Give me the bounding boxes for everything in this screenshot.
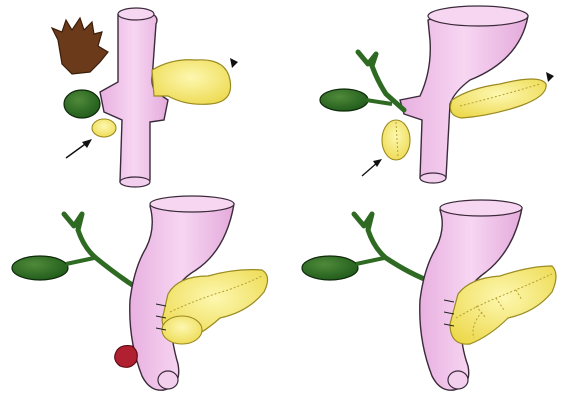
panel-1: [52, 8, 238, 187]
arrowhead-marker: [230, 58, 238, 68]
ventral-pancreas: [162, 316, 202, 344]
duodenum-opening-top: [150, 196, 234, 212]
arrowhead-marker: [546, 72, 554, 82]
cystic-duct: [66, 258, 94, 264]
bile-duct: [64, 214, 140, 290]
duodenum-opening-bottom: [120, 177, 150, 187]
duodenum-opening-bottom: [158, 371, 178, 389]
arrow-marker: [362, 159, 382, 176]
ventral-pancreatic-bud: [92, 119, 116, 137]
red-bud: [115, 346, 138, 368]
ventral-pancreatic-bud: [382, 120, 410, 160]
cystic-duct: [356, 258, 384, 264]
gallbladder: [320, 89, 368, 111]
cystic-duct: [366, 100, 392, 104]
bile-duct: [354, 214, 432, 282]
gallbladder: [64, 90, 100, 118]
hepatic-bud: [52, 18, 108, 74]
duodenum-opening-bottom: [448, 371, 468, 389]
arrow-marker: [66, 139, 92, 158]
duodenum-opening-bottom: [420, 173, 446, 183]
panel-2: [320, 6, 554, 183]
duodenum-opening-top: [428, 6, 528, 26]
gallbladder: [12, 256, 68, 280]
panel-3: [12, 196, 268, 390]
duodenum-opening-top: [440, 200, 522, 216]
gallbladder: [302, 256, 358, 280]
duodenum-opening-top: [118, 8, 154, 20]
duodenum: [100, 9, 168, 185]
panel-4: [302, 200, 556, 390]
